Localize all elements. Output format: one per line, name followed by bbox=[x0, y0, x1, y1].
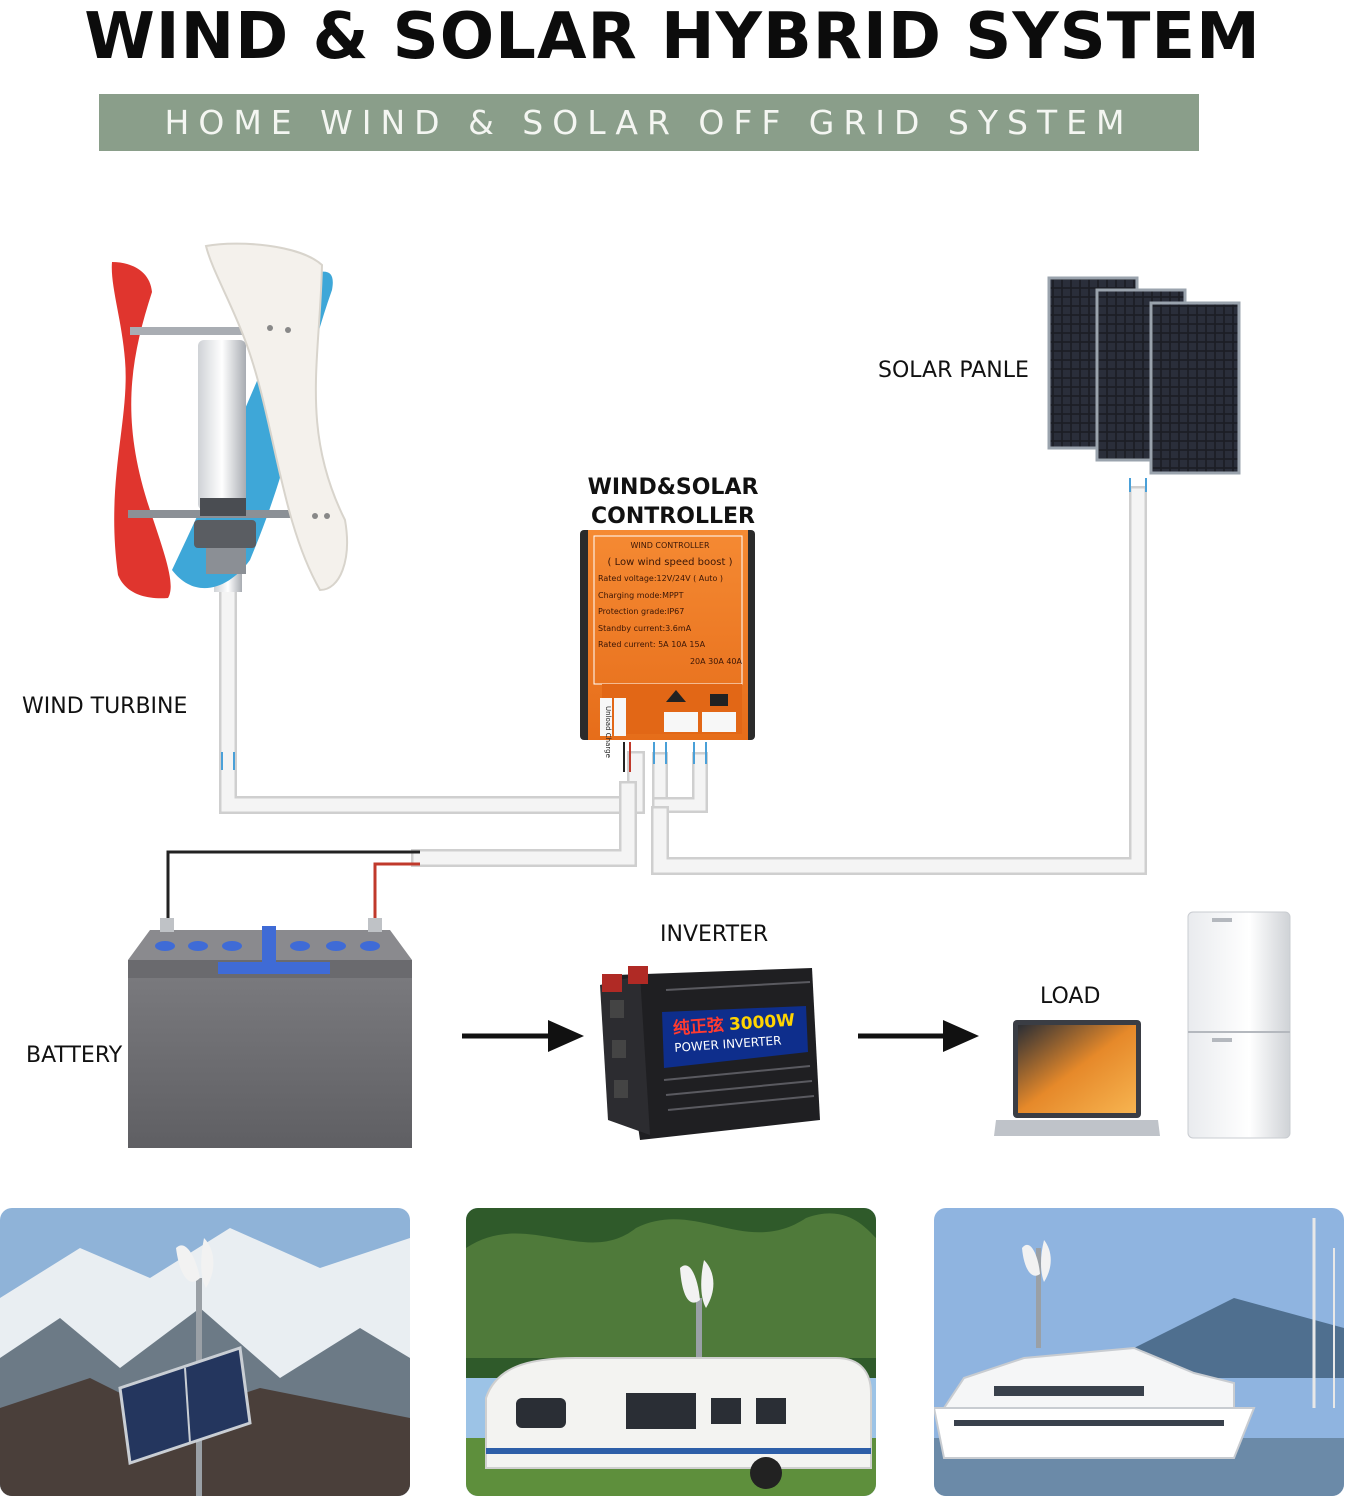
controller-heading: WIND CONTROLLER bbox=[630, 541, 710, 550]
flow-arrows bbox=[462, 1020, 979, 1052]
inverter-brand: 纯正弦 bbox=[672, 1015, 725, 1039]
controller-spec: Charging mode:MPPT bbox=[598, 590, 684, 600]
refrigerator bbox=[1187, 911, 1291, 1139]
page-title: WIND & SOLAR HYBRID SYSTEM bbox=[84, 0, 1261, 74]
controller-terminal-labels: Unload Charge bbox=[604, 706, 612, 758]
current-option: 10A bbox=[671, 640, 687, 649]
current-option: 20A bbox=[689, 656, 706, 666]
terminal-unload: Unload bbox=[604, 706, 612, 731]
controller-label-line1: WIND&SOLAR bbox=[587, 475, 759, 500]
controller-spec: Protection grade:IP67 bbox=[598, 607, 685, 616]
controller-face: WIND CONTROLLER ( Low wind speed boost )… bbox=[598, 538, 742, 678]
photo-caravan-installation bbox=[466, 1208, 876, 1496]
controller-spec: Standby current:3.6mA bbox=[598, 623, 692, 633]
controller-label-line2: CONTROLLER bbox=[591, 504, 755, 529]
controller-rated-current: Rated current: 5A 10A 15A bbox=[598, 637, 742, 654]
controller-subheading: ( Low wind speed boost ) bbox=[607, 556, 733, 568]
current-option: 15A bbox=[689, 640, 706, 649]
power-inverter bbox=[600, 966, 820, 1140]
battery-leads bbox=[166, 850, 420, 925]
load-label: LOAD bbox=[1040, 984, 1101, 1009]
system-diagram bbox=[111, 242, 1291, 1148]
terminal-charge: Charge bbox=[604, 732, 612, 758]
photo-yacht-installation bbox=[934, 1208, 1344, 1496]
inverter-power: 3000W bbox=[728, 1010, 796, 1036]
wire-ends bbox=[221, 478, 1147, 772]
current-option: 5A bbox=[658, 640, 669, 649]
rated-current-label: Rated current: bbox=[598, 640, 656, 649]
subtitle-banner: HOME WIND & SOLAR OFF GRID SYSTEM bbox=[99, 94, 1199, 151]
solar-panels bbox=[1047, 276, 1241, 475]
current-option: 30A bbox=[708, 656, 724, 666]
controller-label: WIND&SOLAR CONTROLLER bbox=[578, 473, 768, 531]
laptop bbox=[994, 1020, 1160, 1136]
charge-controller bbox=[580, 530, 755, 740]
battery-label: BATTERY bbox=[26, 1043, 123, 1068]
wind-turbine bbox=[111, 242, 349, 599]
controller-rated-current-2: 20A 30A 40A bbox=[598, 654, 742, 671]
cable-conduits bbox=[219, 486, 1147, 875]
wind-turbine-label: WIND TURBINE bbox=[22, 694, 188, 719]
battery bbox=[128, 918, 412, 1148]
inverter-label: INVERTER bbox=[660, 922, 769, 947]
photo-mountain-installation bbox=[0, 1208, 410, 1496]
solar-panel-label: SOLAR PANLE bbox=[878, 358, 1029, 383]
current-option: 40A bbox=[726, 656, 742, 666]
controller-spec: Rated voltage:12V/24V ( Auto ) bbox=[598, 574, 723, 583]
